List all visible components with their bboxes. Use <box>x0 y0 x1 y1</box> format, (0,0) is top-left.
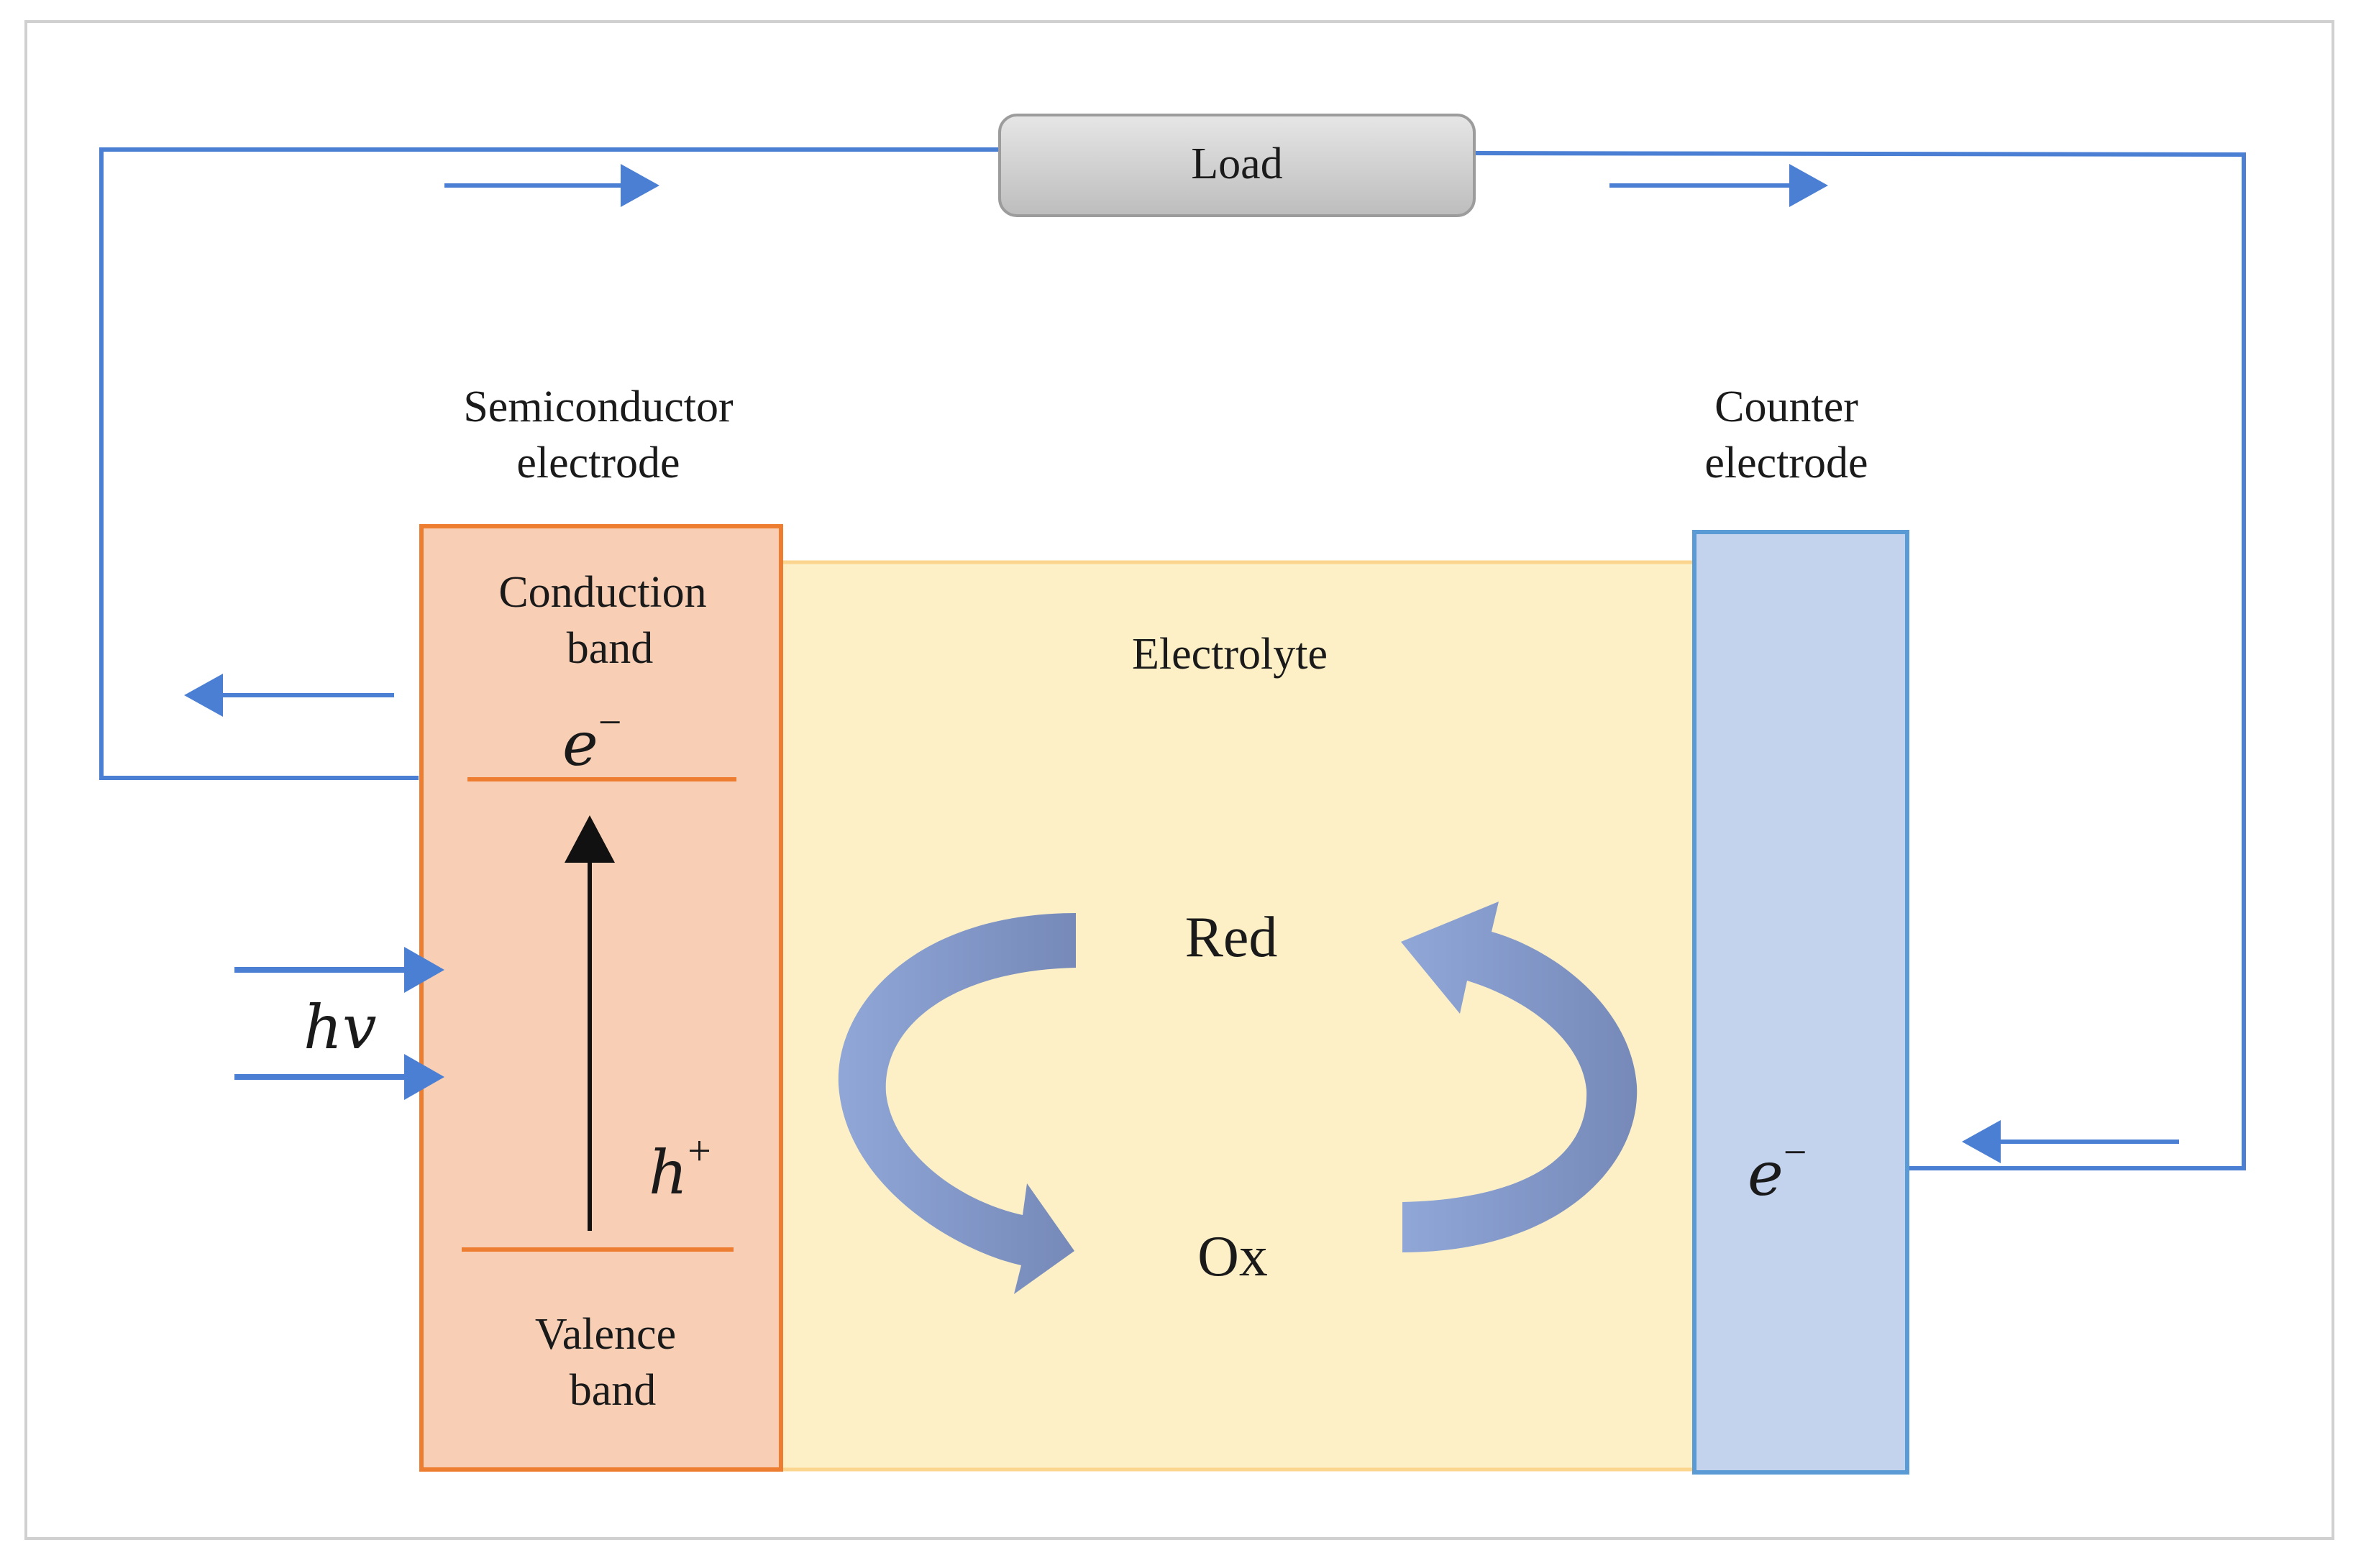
valence-band-line1: Valence <box>535 1310 676 1359</box>
electrolyte-label: Electrolyte <box>1132 630 1328 679</box>
redox-arrow-right <box>1401 902 1638 1252</box>
electron-symbol: e− <box>562 699 621 779</box>
figure-frame <box>24 20 2334 1540</box>
redox-arrow-left <box>838 913 1076 1294</box>
excitation-arrow-head <box>565 815 615 863</box>
counter-electrode <box>1692 530 1909 1475</box>
semiconductor-title-line1: Semiconductor <box>463 382 734 431</box>
conduction-band-line2: band <box>567 624 654 673</box>
circuit-wire <box>99 147 1000 780</box>
load-box <box>998 114 1476 217</box>
counter-electron-symbol: e− <box>1748 1129 1807 1209</box>
photon-symbol: hv <box>303 992 377 1063</box>
valence-band-line2: band <box>570 1366 657 1415</box>
counter-title-line1: Counter <box>1714 382 1858 431</box>
circuit-wire-right <box>1474 151 2246 1170</box>
conduction-band-line1: Conduction <box>498 568 706 617</box>
semiconductor-electrode <box>419 524 783 1472</box>
semiconductor-title-line2: electrode <box>516 439 680 487</box>
load-label: Load <box>1191 139 1282 188</box>
counter-title-line2: electrode <box>1704 439 1868 487</box>
ox-label: Ox <box>1197 1225 1268 1288</box>
red-label: Red <box>1185 906 1278 969</box>
hole-symbol: h+ <box>649 1127 711 1208</box>
